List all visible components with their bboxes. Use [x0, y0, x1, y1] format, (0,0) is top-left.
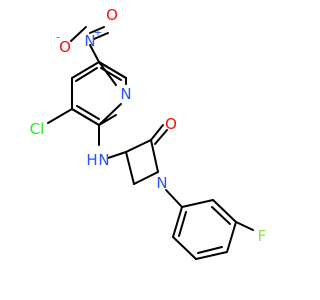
bond-az-3 [133, 171, 159, 185]
bond-no-minus [70, 26, 87, 42]
bond-ring-1-inner [75, 67, 98, 82]
bond-ph-6-inner [178, 211, 187, 237]
atom-amine-h: H [86, 151, 97, 169]
atom-amine-n: N [98, 151, 109, 169]
bond-c2-c3 [71, 108, 100, 126]
bond-az-2 [150, 139, 159, 173]
atom-n-plus: N [84, 32, 95, 50]
bond-ph-2 [212, 199, 237, 223]
atom-o-double: O [106, 6, 118, 24]
bond-ph-3 [226, 221, 237, 253]
bond-co-a [150, 124, 164, 141]
bond-nh-c3az [107, 151, 127, 159]
atom-lactam-n: N [156, 174, 167, 192]
bond-ph-4 [195, 251, 228, 260]
bond-ph-4-inner [197, 246, 223, 254]
molecule-structure: O - N + O N Cl H N O N F [30, 6, 267, 260]
atom-carbonyl-o: O [165, 115, 177, 133]
bond-ring-6-inner [100, 67, 122, 81]
bond-no-double-a [89, 26, 105, 34]
bond-c3-cl [47, 108, 73, 124]
bond-n-ring [89, 44, 100, 63]
bond-ring-1 [71, 61, 100, 79]
atom-o-minus: O [59, 38, 71, 56]
atom-labels: O - N + O N Cl H N O N F [30, 6, 267, 245]
molecule-canvas: O - N + O N Cl H N O N F [29, 6, 267, 260]
bond-npy-c2 [98, 103, 122, 126]
atom-pyridine-n: N [120, 85, 131, 103]
bond-ph-2-inner [211, 206, 231, 225]
bond-ring-5 [98, 61, 117, 86]
bond-c-f [235, 221, 254, 231]
bond-ph-5 [172, 236, 197, 260]
bond-co-b [154, 129, 168, 145]
bond-ring-3-inner [76, 105, 100, 120]
bond-no-double-b [93, 32, 109, 40]
bond-n-aryl [165, 189, 183, 208]
bond-ph-6 [172, 206, 183, 238]
bond-c5-c6 [98, 61, 127, 79]
charge-minus: - [56, 33, 60, 44]
bond-az-1 [125, 139, 152, 153]
atom-chlorine: Cl [30, 120, 45, 138]
atom-fluorine: F [258, 227, 267, 245]
bond-ph-1 [181, 199, 214, 208]
bonds [47, 26, 254, 260]
bond-az-4 [125, 151, 135, 185]
charge-plus: + [94, 28, 102, 39]
